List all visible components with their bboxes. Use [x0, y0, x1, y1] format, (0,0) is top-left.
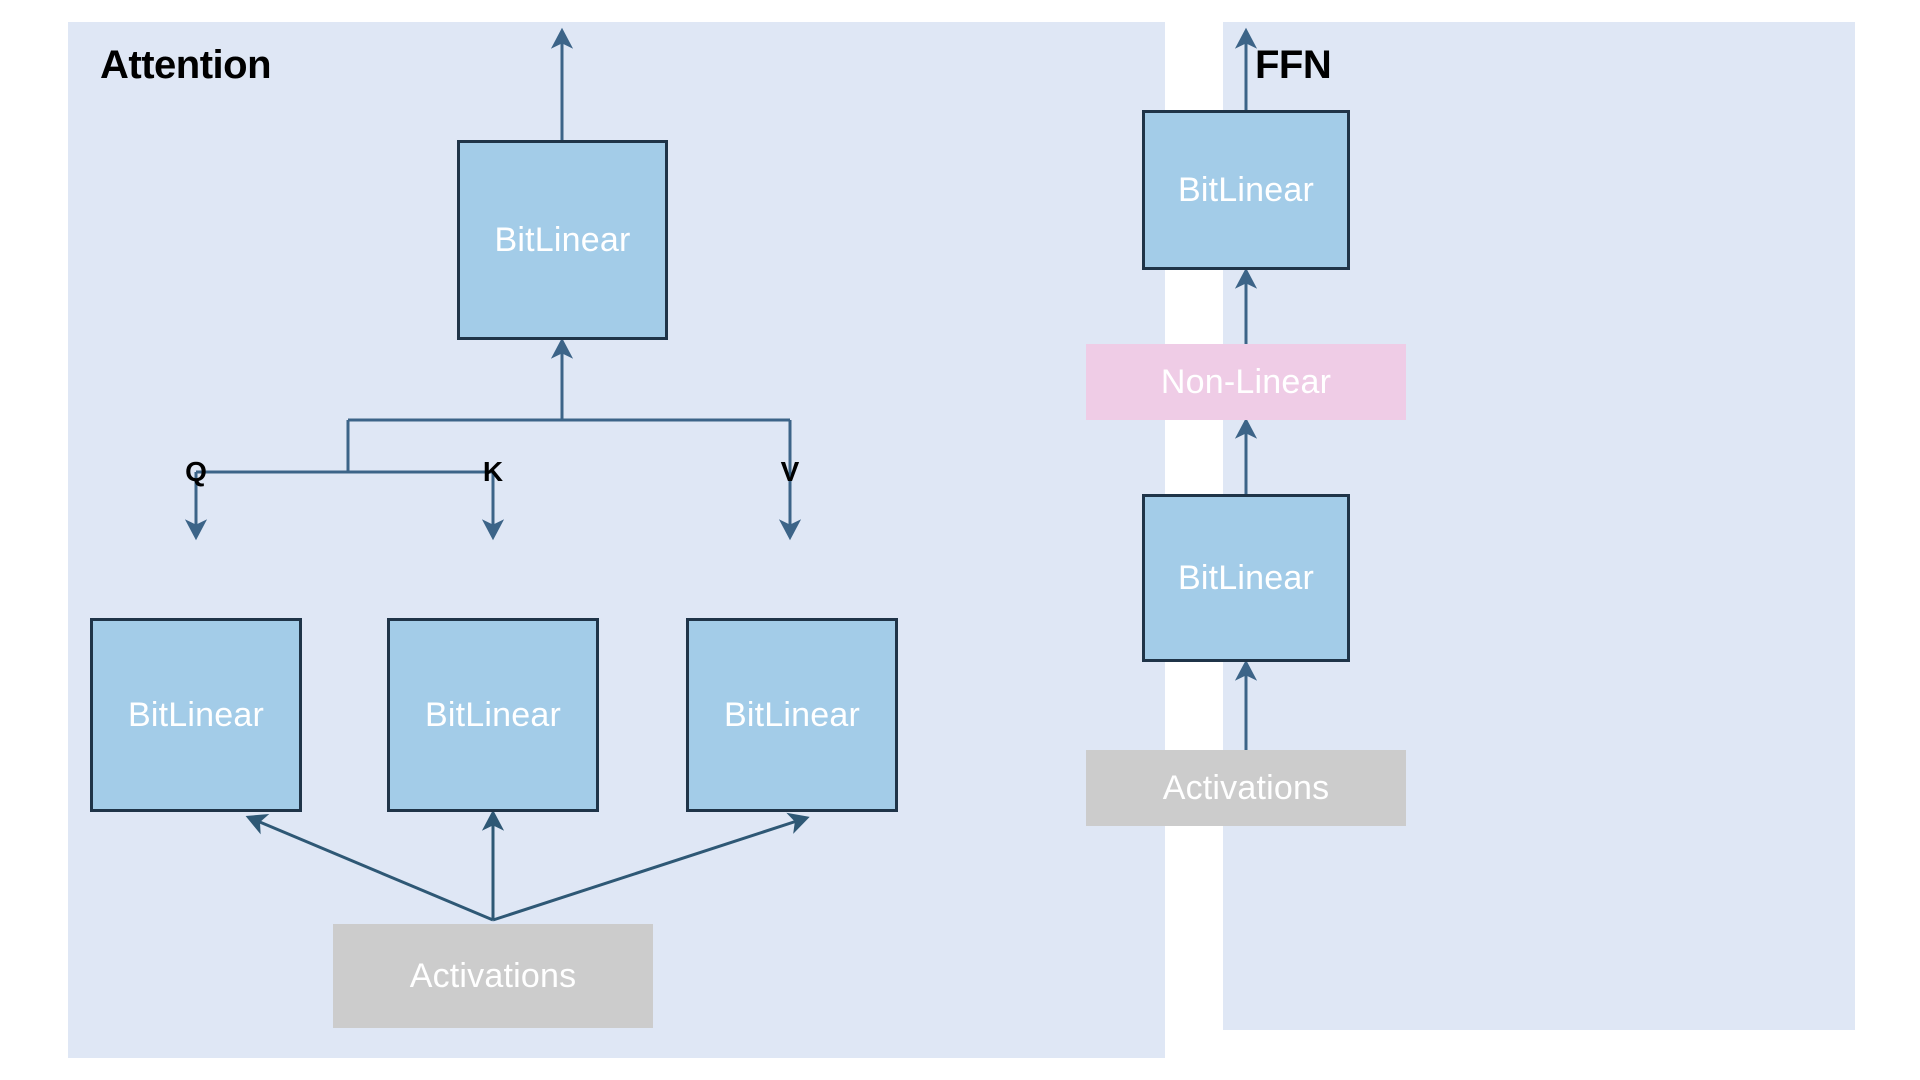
ffn-activations-block[interactable]: Activations [1086, 750, 1406, 826]
ffn-nonlinear-block[interactable]: Non-Linear [1086, 344, 1406, 420]
ffn-activations-label: Activations [1162, 768, 1330, 807]
attention-output-bitlinear-label: BitLinear [494, 220, 631, 259]
attention-v-bitlinear-block[interactable]: BitLinear [686, 618, 898, 812]
attention-activations-block[interactable]: Activations [333, 924, 653, 1028]
attention-activations-label: Activations [409, 956, 577, 995]
ffn-input-bitlinear-label: BitLinear [1178, 558, 1314, 597]
attention-q-bitlinear-block[interactable]: BitLinear [90, 618, 302, 812]
attention-k-bitlinear-block[interactable]: BitLinear [387, 618, 599, 812]
ffn-output-bitlinear-label: BitLinear [1178, 170, 1314, 209]
ffn-nonlinear-label: Non-Linear [1160, 362, 1332, 401]
attention-q-bitlinear-label: BitLinear [128, 695, 264, 734]
attention-v-bitlinear-label: BitLinear [724, 695, 860, 734]
attention-output-bitlinear-block[interactable]: BitLinear [457, 140, 668, 340]
ffn-panel-title: FFN [1255, 43, 1332, 87]
ffn-output-bitlinear-block[interactable]: BitLinear [1142, 110, 1350, 270]
ffn-input-bitlinear-block[interactable]: BitLinear [1142, 494, 1350, 662]
branch-label-k: K [482, 456, 504, 487]
attention-k-bitlinear-label: BitLinear [425, 695, 561, 734]
attention-panel-title: Attention [100, 43, 272, 87]
branch-label-q: Q [185, 456, 207, 487]
branch-label-v: V [780, 456, 800, 487]
